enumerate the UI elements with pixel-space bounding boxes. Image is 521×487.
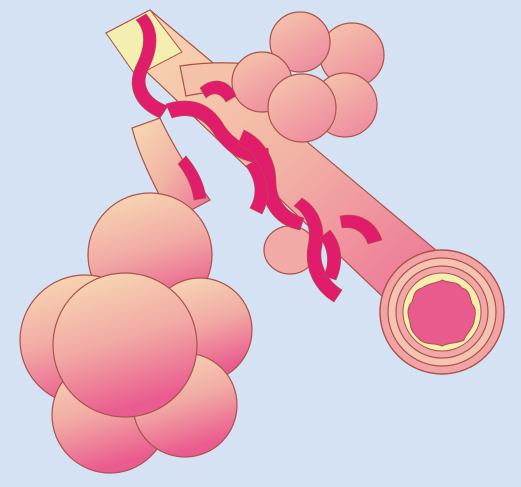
- alveolar-sac-large: [20, 193, 252, 473]
- airway-cross-section: [380, 250, 504, 374]
- airway-lumen: [408, 280, 475, 346]
